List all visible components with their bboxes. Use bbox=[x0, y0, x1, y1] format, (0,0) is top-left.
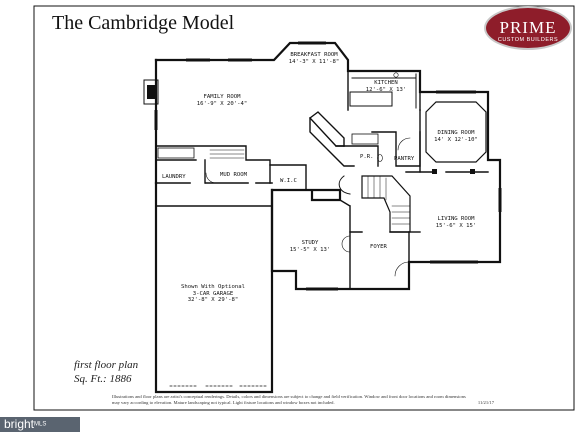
room-wic: W.I.C bbox=[280, 178, 297, 184]
watermark-suffix: MLS bbox=[34, 421, 47, 428]
disclaimer: Illustrations and floor plans are artist… bbox=[112, 394, 494, 406]
disclaimer-text: Illustrations and floor plans are artist… bbox=[112, 394, 466, 405]
room-living: LIVING ROOM 15'-6" X 15' bbox=[435, 216, 477, 229]
kitchen-sink bbox=[393, 72, 399, 78]
column bbox=[470, 169, 475, 174]
room-foyer: FOYER bbox=[370, 244, 387, 250]
garage-top-wall bbox=[155, 182, 273, 207]
closet-curve bbox=[338, 175, 351, 195]
dining-octagon bbox=[425, 101, 487, 163]
laundry-wall bbox=[155, 145, 271, 184]
laundry-counter bbox=[157, 147, 195, 159]
room-mud: MUD ROOM bbox=[220, 172, 247, 178]
plan-caption-line1: first floor plan bbox=[74, 359, 139, 371]
kitchen-island bbox=[349, 91, 393, 107]
study-french-doors bbox=[341, 235, 351, 253]
disclaimer-date: 11/21/17 bbox=[477, 400, 494, 405]
fireplace-hearth bbox=[147, 85, 155, 99]
plan-caption-sqft: Sq. Ft.: 1886 bbox=[74, 373, 132, 385]
watermark-brand: bright bbox=[4, 417, 35, 431]
toilet bbox=[377, 154, 383, 162]
logo-subtitle: CUSTOM BUILDERS bbox=[497, 37, 559, 43]
mls-watermark: brightMLS bbox=[0, 417, 80, 432]
angled-counter bbox=[308, 111, 345, 147]
kitchen-counter bbox=[351, 73, 417, 109]
plan-caption: first floor plan Sq. Ft.: 1886 bbox=[74, 358, 138, 386]
mud-room-door bbox=[205, 172, 217, 184]
bar-counter bbox=[351, 133, 379, 145]
pantry-door bbox=[397, 137, 411, 151]
sheet-border bbox=[33, 5, 575, 411]
room-breakfast: BREAKFAST ROOM 14'-3" X 11'-8" bbox=[288, 52, 340, 65]
fireplace bbox=[143, 79, 159, 105]
exterior-wall bbox=[154, 41, 502, 291]
builder-logo: PRIME CUSTOM BUILDERS bbox=[484, 6, 572, 50]
room-dining: DINING ROOM 14' X 12'-10" bbox=[434, 130, 478, 143]
column bbox=[432, 169, 437, 174]
hall-wall bbox=[309, 117, 355, 167]
wic-wall bbox=[269, 164, 307, 191]
kitchen-wall bbox=[347, 70, 421, 111]
study-wall bbox=[339, 199, 351, 290]
page-title: The Cambridge Model bbox=[52, 12, 235, 34]
room-kitchen: KITCHEN 12'-6" X 13' bbox=[365, 80, 407, 93]
room-family: FAMILY ROOM 16'-9" X 20'-4" bbox=[196, 94, 248, 107]
room-laundry: LAUNDRY bbox=[162, 174, 186, 180]
room-pantry: PANTRY bbox=[394, 156, 415, 162]
room-garage: Shown With Optional 3-CAR GARAGE 32'-8" … bbox=[181, 284, 245, 303]
room-study: STUDY 15'-5" X 13' bbox=[289, 240, 331, 253]
logo-brand: PRIME bbox=[499, 18, 557, 37]
room-powder: P.R. bbox=[360, 154, 374, 160]
front-door bbox=[394, 261, 410, 277]
